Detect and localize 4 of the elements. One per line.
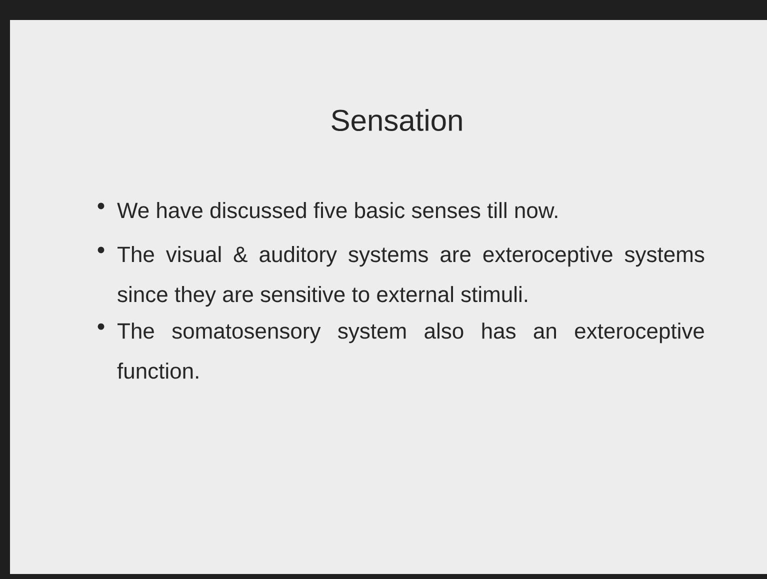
bullet-text: The somatosensory system also has an exteroceptive function. [117,322,704,379]
bullet-text: The visual & auditory systems are exteroceptive systems since they are sensitive to external stimuli. [118,246,704,307]
slide-title: Sensation [332,109,462,132]
bullet-text: We have discussed five basic senses till now. [117,202,558,218]
